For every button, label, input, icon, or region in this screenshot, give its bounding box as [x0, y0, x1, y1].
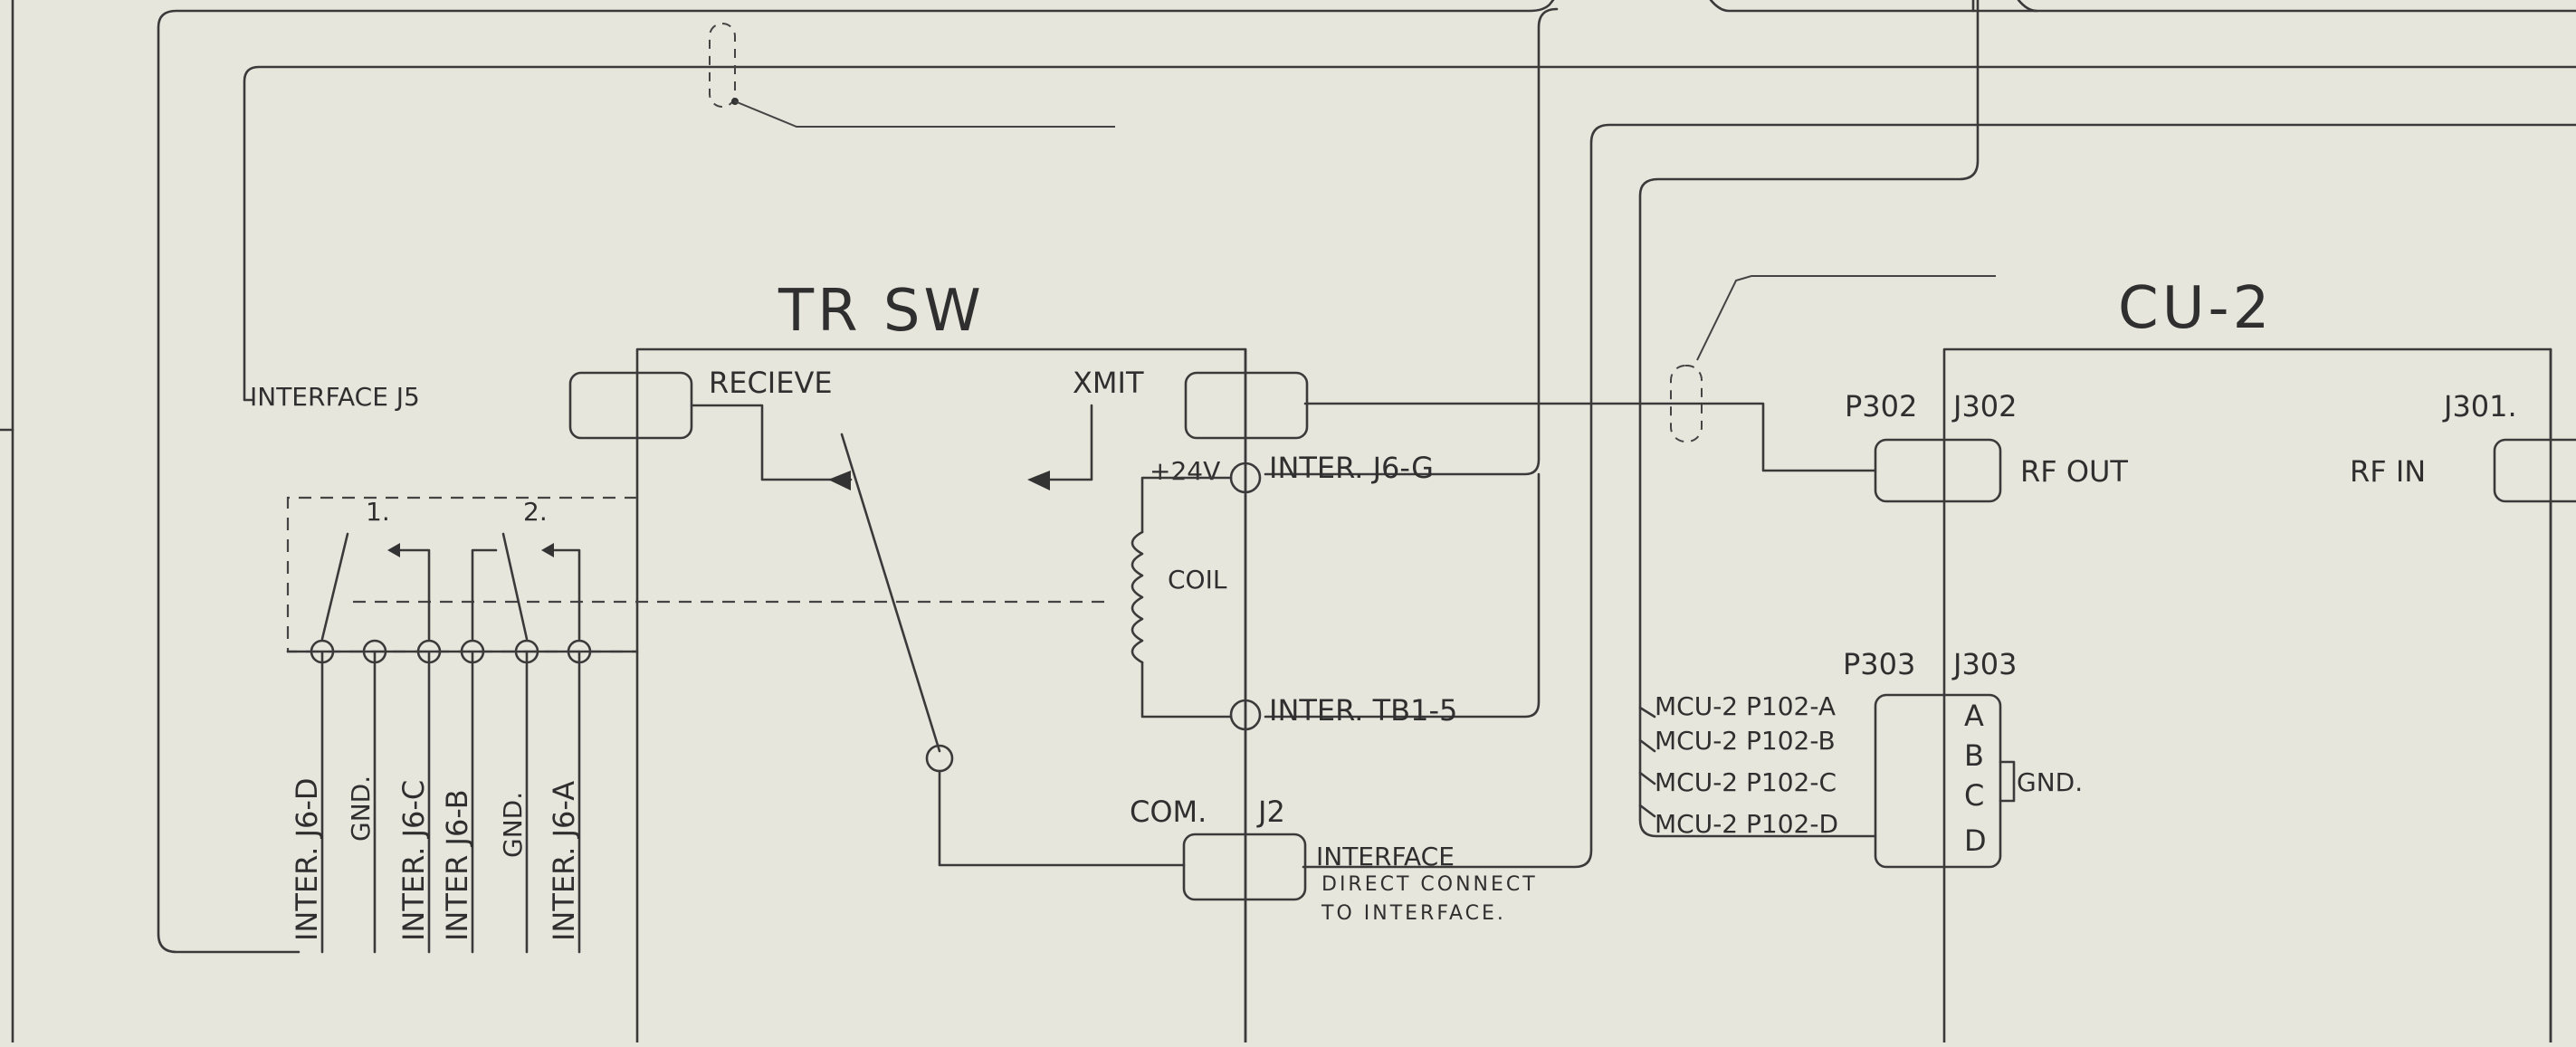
relay-armature [840, 433, 941, 753]
coil-label: COIL [1168, 565, 1227, 595]
j301-label: J301. [2442, 389, 2517, 424]
direct-connect-label: DIRECT CONNECT [1321, 873, 1538, 896]
com-label: COM. [1130, 795, 1207, 829]
wire-label-j6b: INTER J6-B [440, 789, 474, 941]
pin-c: C [1964, 778, 1984, 813]
interface-j5-label: INTERFACE J5 [250, 382, 420, 412]
rf-in-label: RF IN [2350, 454, 2426, 489]
cu2-title: CU-2 [2118, 275, 2273, 342]
plus24v-label: +24V [1150, 456, 1220, 486]
contact-1-label: 1. [366, 497, 390, 527]
wire-label-j6d: INTER. J6-D [290, 777, 324, 941]
to-interface-label: TO INTERFACE. [1321, 902, 1506, 925]
recieve-label: RECIEVE [709, 366, 833, 400]
relay-coil [1131, 530, 1144, 664]
wire-label-gnd-2: GND. [498, 792, 528, 858]
wire-label-gnd-1: GND. [346, 776, 376, 842]
connector-p302[interactable] [1874, 438, 2002, 503]
cable-marker-mid [1670, 365, 1703, 443]
cable-marker-top [709, 23, 736, 108]
wire-outer-loop [157, 0, 1555, 954]
pin-a: A [1964, 699, 1984, 733]
mcu-line-b: MCU-2 P102-B [1655, 726, 1836, 756]
connector-p303[interactable] [1874, 693, 2002, 869]
rf-out-label: RF OUT [2020, 454, 2128, 489]
wire-label-j6c: INTER. J6-C [396, 780, 431, 941]
j303-label: J303 [1951, 647, 2018, 681]
mcu-line-d: MCU-2 P102-D [1655, 809, 1838, 839]
wire-xmit-p302 [1303, 402, 1877, 472]
wire-mcu-harness [1638, 0, 1980, 838]
mcu-line-a: MCU-2 P102-A [1655, 691, 1836, 721]
terminal-tb1-5 [1229, 699, 1262, 731]
interface-label: INTERFACE [1316, 842, 1455, 871]
wire-label-j6a: INTER. J6-A [547, 781, 581, 941]
p302-label: P302 [1845, 389, 1917, 424]
j302-label: J302 [1951, 389, 2018, 424]
j2-label: J2 [1256, 795, 1285, 829]
p303-label: P303 [1843, 647, 1915, 681]
connector-j301[interactable] [2493, 438, 2576, 503]
tr-sw-title: TR SW [778, 278, 985, 345]
xmit-label: XMIT [1073, 366, 1144, 400]
pin-d: D [1964, 823, 1987, 858]
inter-j6g-label: INTER. J6-G [1269, 451, 1434, 485]
pin-b: B [1964, 738, 1984, 773]
wire-inter-j6g [1264, 7, 1559, 476]
wire-top-cable [243, 65, 2576, 402]
mcu-line-c: MCU-2 P102-C [1655, 767, 1837, 797]
contact-2-label: 2. [523, 497, 548, 527]
wire-interface-j2 [1302, 123, 2576, 869]
gnd-label: GND. [2017, 767, 2083, 797]
inter-tb1-5-label: INTER. TB1-5 [1269, 693, 1457, 728]
